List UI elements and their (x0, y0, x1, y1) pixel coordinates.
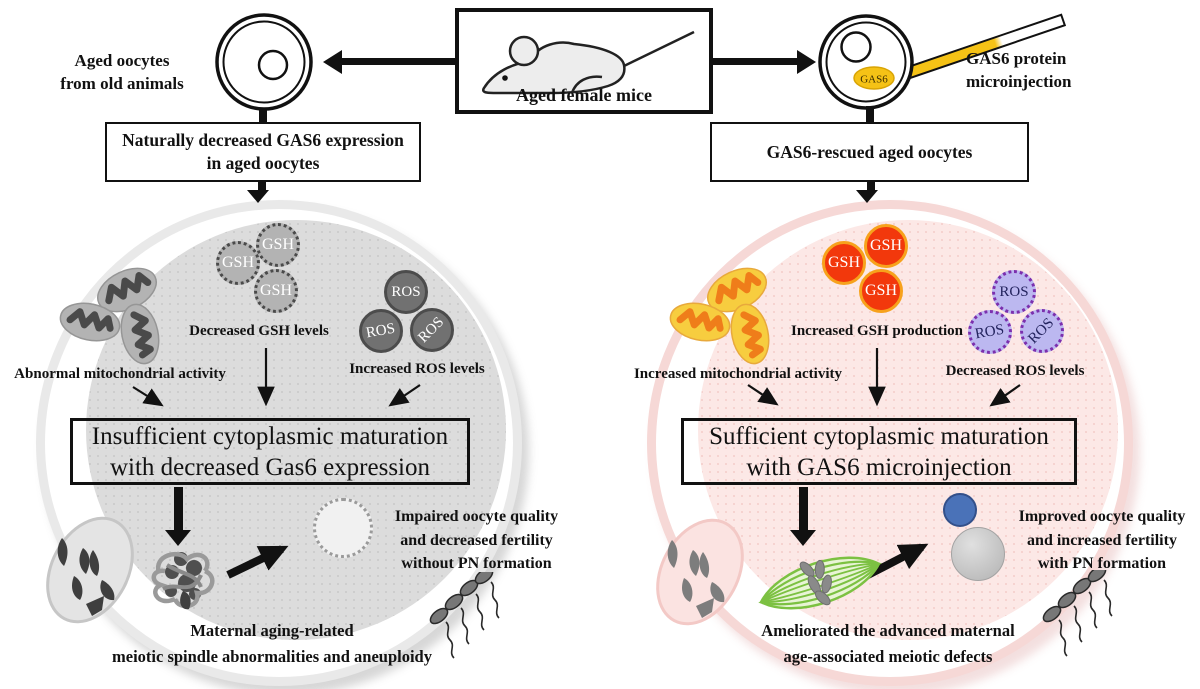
improved-quality-label: Improved oocyte quality and increased fe… (1018, 508, 1186, 572)
sperm-group-icon (429, 572, 500, 659)
ros-molecule: ROS (384, 270, 428, 314)
right-box-cell-arrow-head (856, 190, 878, 203)
sperm-group-icon (1042, 570, 1113, 657)
mouse-hindleg (570, 75, 603, 94)
oocyte-nucleus (257, 49, 289, 81)
left-outcome-arrow-shaft (174, 487, 183, 531)
normal-spindle-icon (758, 556, 882, 610)
increased-ros-label: Increased ROS levels (349, 361, 485, 377)
gsh-molecule: GSH (864, 224, 908, 268)
gsh-molecule: GSH (822, 241, 866, 285)
gsh-molecule: GSH (256, 223, 300, 267)
gsh-molecule: GSH (859, 269, 903, 313)
decreased-ros-label: Decreased ROS levels (945, 363, 1085, 379)
increased-mitochondria-label: Increased mitochondrial activity (633, 366, 843, 382)
ros-molecule: ROS (992, 270, 1036, 314)
decreased-gsh-label: Decreased GSH levels (189, 323, 329, 339)
left-box-cell-arrow-shaft (258, 178, 266, 190)
right-outcome-arrow-head (790, 530, 816, 546)
pronucleus-icon (951, 527, 1005, 581)
aneuploid-chromosomes-icon (46, 516, 134, 624)
ros-molecule: ROS (410, 308, 454, 352)
oocyte-nucleus (840, 31, 872, 63)
right-box-cell-arrow-shaft (867, 178, 875, 190)
abnormal-spindle-icon (151, 552, 215, 610)
naturally-decreased-gas6-box: Naturally decreased GAS6 expression in a… (105, 122, 421, 182)
gas6-rescued-box: GAS6-rescued aged oocytes (710, 122, 1029, 182)
aligned-chromosomes (799, 559, 832, 606)
mouse-illustration (481, 30, 695, 95)
right-outcome-arrow-shaft (799, 487, 808, 531)
mouse-ear (508, 35, 540, 67)
arrow-to-right-oocyte-shaft (711, 58, 799, 65)
arrow-to-right-oocyte-head (797, 50, 816, 74)
sperm-icon (1042, 605, 1068, 657)
mitochondrion-icon (59, 302, 121, 342)
abnormal-mitochondria-icons (59, 267, 160, 365)
chromosome-blobs (667, 540, 725, 618)
mouse-tail (623, 30, 695, 68)
gas6-droplet-label: GAS6 (860, 74, 888, 86)
aged-female-mice-box: Aged female mice (455, 8, 713, 114)
gsh-molecule: GSH (254, 269, 298, 313)
sperm-icon (474, 572, 500, 619)
sperm-icon (1057, 591, 1083, 643)
mitochondrion-icon (120, 303, 160, 365)
ros-molecule: ROS (359, 309, 403, 353)
aged-oocytes-label: Aged oocytes from old animals (60, 51, 184, 93)
euploid-chromosomes-icon (656, 518, 744, 626)
ros-molecule: ROS (968, 310, 1012, 354)
polar-body-icon (943, 493, 977, 527)
insufficient-maturation-box: Insufficient cytoplasmic maturation with… (70, 418, 470, 485)
injected-oocyte-icon: GAS6 (818, 14, 914, 110)
arrow-to-left-oocyte-head (323, 50, 342, 74)
left-outcome-arrow-head (165, 530, 191, 546)
oocyte-membrane (825, 21, 907, 103)
chromosome-blobs (57, 538, 115, 616)
left-box-cell-arrow-head (247, 190, 269, 203)
sufficient-maturation-box: Sufficient cytoplasmic maturation with G… (681, 418, 1077, 485)
healthy-mitochondria-icons (669, 267, 770, 365)
degenerated-oocyte-icon (313, 498, 373, 558)
mitochondrion-icon (669, 302, 731, 342)
sperm-icon (429, 607, 455, 659)
aged-oocyte-icon (215, 13, 313, 111)
right-oocyte-box-connector (866, 106, 874, 123)
gas6-microinjection-label: GAS6 protein microinjection (966, 49, 1072, 91)
sperm-icon (1087, 570, 1113, 617)
sperm-icon (444, 593, 470, 645)
ros-molecule: ROS (1020, 309, 1064, 353)
ameliorated-defects-label: Ameliorated the advanced maternal age-as… (761, 621, 1015, 666)
mouse-eye (502, 75, 508, 81)
arrow-to-left-oocyte-shaft (341, 58, 457, 65)
gsh-molecule: GSH (216, 241, 260, 285)
maternal-aging-label: Maternal aging-related meiotic spindle a… (112, 621, 432, 666)
increased-gsh-label: Increased GSH production (791, 323, 963, 339)
mitochondrion-icon (707, 267, 767, 313)
mouse-box-label: Aged female mice (516, 85, 652, 105)
left-oocyte-box-connector (259, 108, 267, 123)
abnormal-mitochondria-label: Abnormal mitochondrial activity (14, 366, 226, 382)
mitochondrion-icon (730, 303, 770, 365)
impaired-quality-label: Impaired oocyte quality and decreased fe… (394, 508, 559, 572)
